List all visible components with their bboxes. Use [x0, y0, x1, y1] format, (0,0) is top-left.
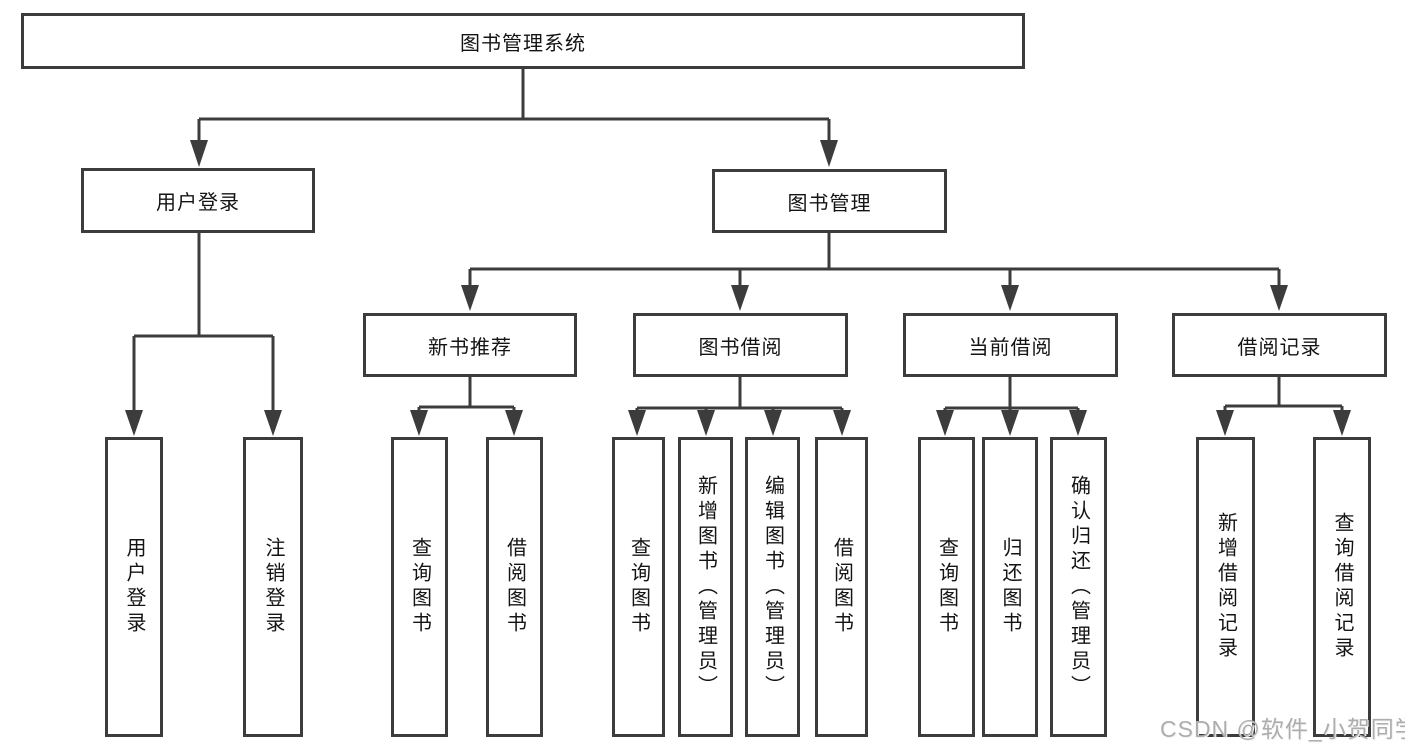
node-current-borrowing: 当前借阅	[903, 313, 1118, 377]
connector-bookborrow-to-leaves	[635, 377, 844, 415]
node-book-management: 图书管理	[712, 169, 947, 233]
leaf-user-login: 用户登录	[105, 437, 163, 737]
arrowhead-icon	[1333, 410, 1351, 436]
connector-root-to-level2	[197, 69, 831, 146]
node-book-management-label: 图书管理	[787, 192, 872, 215]
arrowhead-icon	[505, 410, 523, 436]
leaf-borrowing-borrow-books: 借阅图书	[815, 437, 868, 737]
watermark: CSDN @软件_小贺同学	[1160, 716, 1405, 742]
leaf-current-query-books: 查询图书	[918, 437, 975, 737]
connector-userlogin-to-leaves	[132, 233, 275, 415]
leaf-newbook-borrow-books: 借阅图书	[486, 437, 543, 737]
leaf-borrowing-add-books-admin: 新增图书（管理员）	[678, 437, 733, 737]
leaf-current-confirm-return-admin: 确认归还（管理员）	[1050, 437, 1107, 737]
node-book-borrowing-label: 图书借阅	[698, 336, 783, 359]
arrowhead-icon	[410, 410, 428, 436]
arrowhead-icon	[1069, 410, 1087, 436]
arrowhead-icon	[1001, 410, 1019, 436]
arrowhead-icon	[764, 410, 782, 436]
arrowhead-icon	[125, 410, 143, 436]
connector-bookmgmt-to-level3	[468, 233, 1281, 291]
arrowhead-icon	[1001, 285, 1019, 311]
leaf-current-return-books: 归还图书	[982, 437, 1038, 737]
node-current-borrowing-label: 当前借阅	[968, 336, 1053, 359]
leaf-logout: 注销登录	[243, 437, 303, 737]
arrowhead-icon	[1270, 285, 1288, 311]
arrowhead-icon	[461, 285, 479, 311]
connector-records-to-leaves	[1223, 377, 1344, 415]
connector-currentborrow-to-leaves	[943, 377, 1080, 415]
leaf-borrowing-query-books: 查询图书	[612, 437, 665, 737]
node-root: 图书管理系统	[21, 13, 1025, 69]
arrowhead-icon	[697, 410, 715, 436]
node-borrow-records-label: 借阅记录	[1237, 336, 1322, 359]
arrowhead-icon	[264, 410, 282, 436]
arrowhead-icon	[936, 410, 954, 436]
node-book-borrowing: 图书借阅	[633, 313, 848, 377]
connector-newbook-to-leaves	[417, 377, 516, 415]
node-borrow-records: 借阅记录	[1172, 313, 1387, 377]
arrowhead-icon	[833, 410, 851, 436]
arrowhead-icon	[820, 140, 838, 167]
arrowhead-icon	[731, 285, 749, 311]
leaf-records-add-record: 新增借阅记录	[1196, 437, 1255, 737]
leaf-borrowing-edit-books-admin: 编辑图书（管理员）	[745, 437, 800, 737]
node-root-label: 图书管理系统	[460, 32, 586, 55]
node-user-login: 用户登录	[81, 168, 315, 233]
node-user-login-label: 用户登录	[156, 192, 240, 214]
leaf-newbook-query-books: 查询图书	[391, 437, 448, 737]
node-new-book-recommend: 新书推荐	[363, 313, 577, 377]
node-new-book-recommend-label: 新书推荐	[428, 336, 512, 359]
arrowhead-icon	[190, 140, 208, 167]
leaf-records-query-record: 查询借阅记录	[1313, 437, 1371, 737]
arrowhead-icon	[1216, 410, 1234, 436]
arrowhead-icon	[628, 410, 646, 436]
